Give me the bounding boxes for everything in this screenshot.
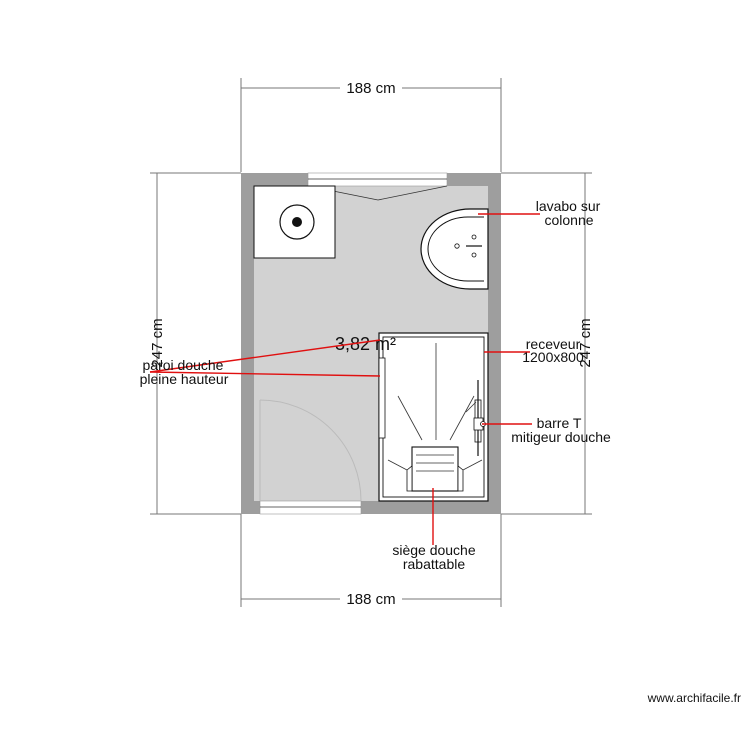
washbasin	[420, 208, 489, 290]
watermark: www.archifacile.fr	[647, 691, 741, 705]
dimension-right-height: 247 cm	[577, 318, 594, 367]
label-receveur-line2: 1200x800	[522, 349, 584, 365]
label-siege-line1: siège douche	[392, 542, 476, 558]
label-siege-line2: rabattable	[403, 556, 465, 572]
dimension-lines	[150, 78, 592, 607]
label-barre-line2: mitigeur douche	[511, 429, 611, 445]
dimension-left-height: 247 cm	[149, 318, 166, 367]
label-paroi-line1: paroi douche	[143, 357, 224, 373]
storage-column	[253, 185, 336, 259]
label-lavabo-line2: colonne	[544, 212, 593, 228]
dimension-bottom-width: 188 cm	[346, 591, 395, 608]
annotation-leaders	[149, 213, 540, 545]
label-receveur-line1: receveur	[526, 336, 581, 352]
dimension-top-width: 188 cm	[346, 80, 395, 97]
shower-tray	[378, 332, 489, 502]
label-lavabo-line1: lavabo sur	[536, 198, 601, 214]
label-paroi-line2: pleine hauteur	[140, 371, 229, 387]
door	[259, 399, 362, 515]
room-area: 3,82 m²	[335, 334, 396, 354]
label-barre-line1: barre T	[537, 415, 582, 431]
